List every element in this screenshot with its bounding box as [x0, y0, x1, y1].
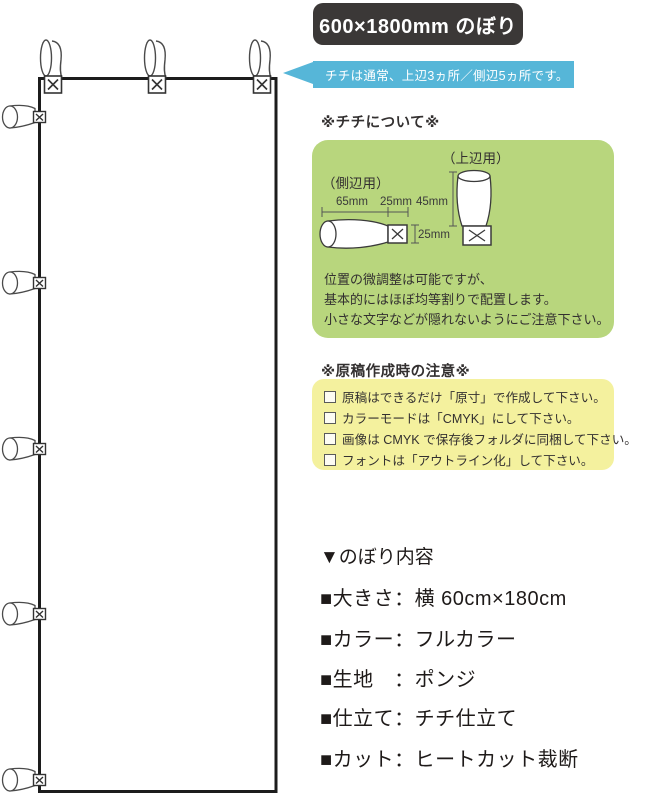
side-tab-icon	[1, 104, 47, 792]
top-tab-label: （上辺用）	[442, 151, 510, 166]
chichi-note-line: 基本的にはほぼ均等割りで配置します。	[324, 292, 557, 307]
draft-section-header: ※原稿作成時の注意※	[321, 364, 471, 380]
side-tab-square-icon	[32, 110, 47, 787]
checkbox-icon	[324, 432, 336, 445]
chichi-note-line: 小さな文字などが隠れないようにご注意下さい。	[324, 312, 610, 327]
dimension-line-icon	[321, 207, 409, 217]
checklist-text: 原稿はできるだけ「原寸」で作成して下さい。	[342, 391, 606, 405]
chichi-note-line: 位置の微調整は可能ですが、	[324, 272, 493, 287]
side-tab-drawing	[319, 219, 408, 249]
dim-top-square: 25mm	[418, 229, 450, 241]
top-tab-square-icon	[43, 75, 272, 94]
chichi-info-box: （上辺用） （側辺用） 65mm 25mm 45mm 25mm	[312, 140, 614, 338]
spec-item-size: ■大きさ：横 60cm×180cm	[320, 588, 567, 610]
spec-item-fabric: ■生地 ：ポンジ	[320, 669, 477, 691]
checklist-item: 画像は CMYK で保存後フォルダに同梱して下さい。	[324, 431, 637, 447]
dimension-line-icon	[449, 171, 457, 227]
chichi-dimension-diagram	[319, 169, 492, 249]
checkbox-icon	[324, 411, 336, 424]
checklist-item: カラーモードは「CMYK」にして下さい。	[324, 410, 580, 426]
dim-side-loop: 65mm	[336, 196, 368, 208]
checklist-text: フォントは「アウトライン化」して下さい。	[342, 454, 594, 468]
checkbox-icon	[324, 390, 336, 403]
banner-diagram	[1, 39, 278, 793]
banner-outline	[38, 77, 278, 793]
top-tab-drawing	[456, 169, 492, 246]
side-tab-label: （側辺用）	[322, 176, 390, 191]
top-tab-icon	[39, 39, 272, 79]
dim-side-square: 25mm	[380, 196, 412, 208]
checklist-text: カラーモードは「CMYK」にして下さい。	[342, 412, 580, 426]
checkbox-icon	[324, 453, 336, 466]
checklist-text: 画像は CMYK で保存後フォルダに同梱して下さい。	[342, 433, 637, 447]
dimension-bracket-icon	[411, 224, 419, 244]
callout-note: チチは通常、上辺3ヵ所／側辺5ヵ所です。	[313, 61, 574, 88]
checklist-item: フォントは「アウトライン化」して下さい。	[324, 452, 594, 468]
draft-notes-box: 原稿はできるだけ「原寸」で作成して下さい。 カラーモードは「CMYK」にして下さ…	[312, 379, 637, 470]
callout-arrow-icon	[283, 62, 313, 84]
page-title: 600×1800mm のぼり	[313, 3, 523, 45]
specs-header: ▼のぼり内容	[320, 547, 434, 568]
dim-top-loop: 45mm	[416, 196, 448, 208]
checklist-item: 原稿はできるだけ「原寸」で作成して下さい。	[324, 389, 606, 405]
spec-item-cut: ■カット：ヒートカット裁断	[320, 749, 579, 771]
spec-item-finish: ■仕立て：チチ仕立て	[320, 708, 518, 730]
spec-item-color: ■カラー：フルカラー	[320, 629, 517, 651]
chichi-section-header: ※チチについて※	[321, 115, 440, 131]
